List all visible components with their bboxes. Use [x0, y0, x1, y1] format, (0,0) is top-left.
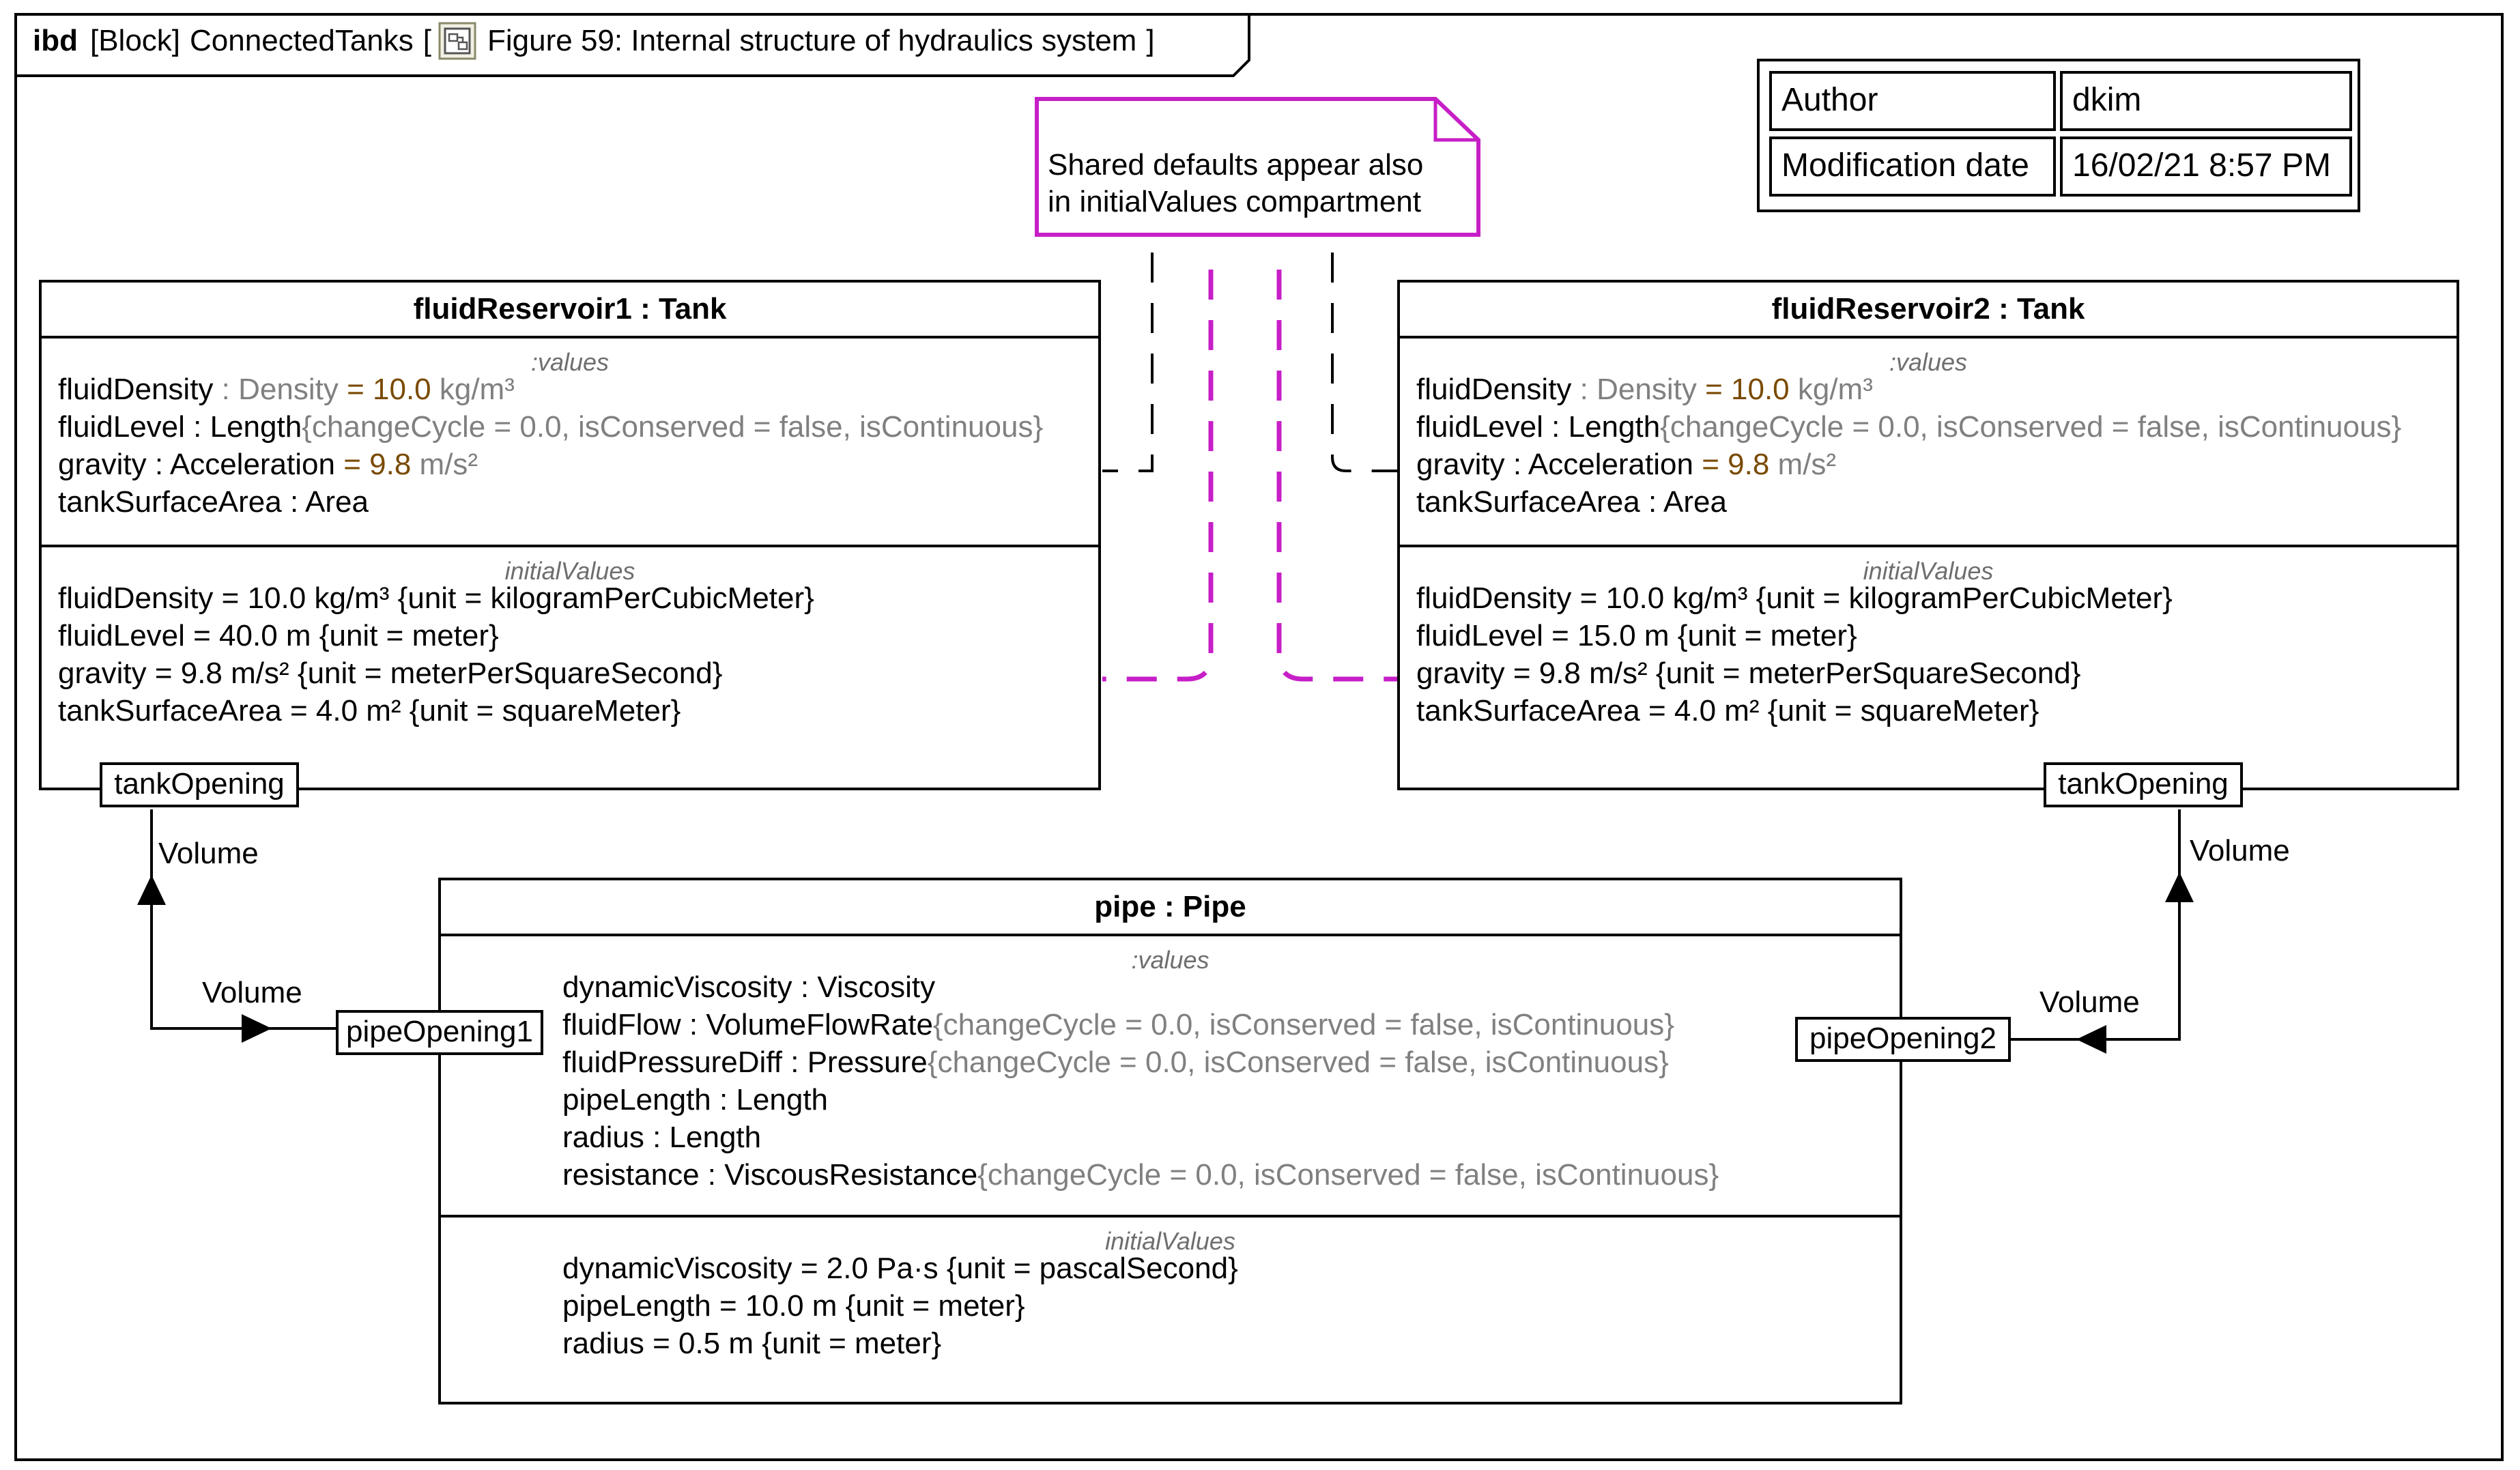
initial-value[interactable]: pipeLength = 10.0 m {unit = meter}: [562, 1289, 1025, 1323]
open-bracket: [: [423, 24, 432, 57]
part-pipe[interactable]: pipe : Pipe :values dynamicViscosity : V…: [438, 878, 1902, 1404]
initial-values-compartment-title: initialValues: [504, 557, 635, 585]
initial-value[interactable]: fluidLevel = 15.0 m {unit = meter}: [1416, 619, 1857, 652]
note-fold: [1433, 99, 1478, 142]
port-tank-opening-1[interactable]: tankOpening: [100, 762, 299, 807]
anchor-left-initial: [1102, 270, 1214, 682]
initial-value[interactable]: dynamicViscosity = 2.0 Pa·s {unit = pasc…: [562, 1252, 1238, 1285]
initial-value[interactable]: fluidDensity = 10.0 kg/m³ {unit = kilogr…: [1416, 581, 2173, 615]
note-shape: [1035, 97, 1480, 237]
part-fluid-reservoir-2[interactable]: fluidReservoir2 : Tank :values fluidDens…: [1397, 280, 2459, 790]
initial-values-compartment-title: initialValues: [1105, 1227, 1235, 1255]
part-fluid-reservoir-1[interactable]: fluidReservoir1 : Tank :values fluidDens…: [39, 280, 1101, 790]
block-name: ConnectedTanks: [190, 24, 414, 57]
values-compartment-title: :values: [530, 348, 610, 376]
port-pipe-opening-1[interactable]: pipeOpening1: [336, 1010, 543, 1055]
part-title: fluidReservoir2 : Tank: [1771, 292, 2085, 326]
value-property[interactable]: gravity : Acceleration = 9.8 m/s²: [1416, 448, 1837, 481]
diagram-frame: [14, 13, 2504, 1461]
initial-values-divider: [441, 1215, 1900, 1217]
flow-arrow-up-right-icon: [2165, 872, 2194, 902]
value-property[interactable]: tankSurfaceArea : Area: [1416, 485, 1727, 519]
value-property[interactable]: fluidDensity : Density = 10.0 kg/m³: [58, 373, 515, 406]
value-property[interactable]: radius : Length: [562, 1121, 762, 1154]
value-property[interactable]: dynamicViscosity : Viscosity: [562, 970, 936, 1004]
initial-values-compartment-title: initialValues: [1863, 557, 1994, 585]
anchor-right-initial: [1276, 270, 1399, 682]
initial-values-divider: [1400, 545, 2457, 547]
initial-value[interactable]: fluidDensity = 10.0 kg/m³ {unit = kilogr…: [58, 581, 814, 615]
close-bracket: ]: [1146, 24, 1155, 57]
frame-title: ibd [Block] ConnectedTanks [ Figure 59: …: [33, 19, 1155, 63]
initial-value[interactable]: tankSurfaceArea = 4.0 m² {unit = squareM…: [1416, 694, 2039, 727]
value-property[interactable]: pipeLength : Length: [562, 1083, 829, 1116]
note-line-1: Shared defaults appear also: [1048, 148, 1424, 182]
flow-arrow-up-left-icon: [137, 875, 166, 905]
value-property[interactable]: fluidPressureDiff : Pressure{changeCycle…: [562, 1046, 1669, 1079]
part-title: fluidReservoir1 : Tank: [413, 292, 727, 326]
meta-key-modification-date: Modification date: [1769, 136, 2056, 197]
anchor-left-values: [1102, 253, 1154, 472]
flow-label-right-tank: Volume: [2190, 834, 2290, 867]
initial-value[interactable]: tankSurfaceArea = 4.0 m² {unit = squareM…: [58, 694, 681, 727]
value-property[interactable]: fluidDensity : Density = 10.0 kg/m³: [1416, 373, 1873, 406]
initial-value[interactable]: gravity = 9.8 m/s² {unit = meterPerSquar…: [58, 657, 723, 690]
port-tank-opening-2[interactable]: tankOpening: [2044, 762, 2243, 807]
anchor-right-values: [1331, 253, 1399, 472]
value-property[interactable]: fluidLevel : Length{changeCycle = 0.0, i…: [1416, 410, 2402, 444]
note-line-2: in initialValues compartment: [1048, 185, 1421, 218]
values-compartment-title: :values: [1131, 946, 1209, 974]
value-property[interactable]: gravity : Acceleration = 9.8 m/s²: [58, 448, 478, 481]
values-compartment-title: :values: [1889, 348, 1968, 376]
diagram-kind: ibd: [33, 24, 78, 57]
internal-block-diagram-icon: [438, 22, 476, 60]
value-property[interactable]: fluidFlow : VolumeFlowRate{changeCycle =…: [562, 1008, 1674, 1041]
part-title: pipe : Pipe: [1094, 890, 1246, 923]
value-property[interactable]: resistance : ViscousResistance{changeCyc…: [562, 1158, 1719, 1192]
values-divider: [42, 336, 1098, 338]
meta-value-author[interactable]: dkim: [2060, 71, 2352, 131]
note-text[interactable]: Shared defaults appear also in initialVa…: [1048, 147, 1423, 220]
flow-label-left-tank: Volume: [158, 837, 259, 870]
initial-value[interactable]: fluidLevel = 40.0 m {unit = meter}: [58, 619, 499, 652]
value-property[interactable]: tankSurfaceArea : Area: [58, 485, 369, 519]
initial-value[interactable]: radius = 0.5 m {unit = meter}: [562, 1327, 942, 1360]
flow-label-left-pipe: Volume: [202, 976, 302, 1009]
diagram-name[interactable]: Figure 59: Internal structure of hydraul…: [487, 24, 1137, 57]
values-divider: [441, 934, 1900, 936]
element-type: [Block]: [89, 24, 181, 57]
flow-arrow-right-left-icon: [242, 1014, 272, 1043]
initial-values-divider: [42, 545, 1098, 547]
meta-key-author: Author: [1769, 71, 2056, 131]
flow-arrow-left-right-icon: [2076, 1025, 2106, 1054]
value-property[interactable]: fluidLevel : Length{changeCycle = 0.0, i…: [58, 410, 1044, 444]
initial-value[interactable]: gravity = 9.8 m/s² {unit = meterPerSquar…: [1416, 657, 2081, 690]
meta-value-modification-date[interactable]: 16/02/21 8:57 PM: [2060, 136, 2352, 197]
flow-label-right-pipe: Volume: [2039, 985, 2140, 1019]
port-pipe-opening-2[interactable]: pipeOpening2: [1795, 1017, 2011, 1062]
values-divider: [1400, 336, 2457, 338]
meta-table: Author dkim Modification date 16/02/21 8…: [1757, 59, 2360, 212]
